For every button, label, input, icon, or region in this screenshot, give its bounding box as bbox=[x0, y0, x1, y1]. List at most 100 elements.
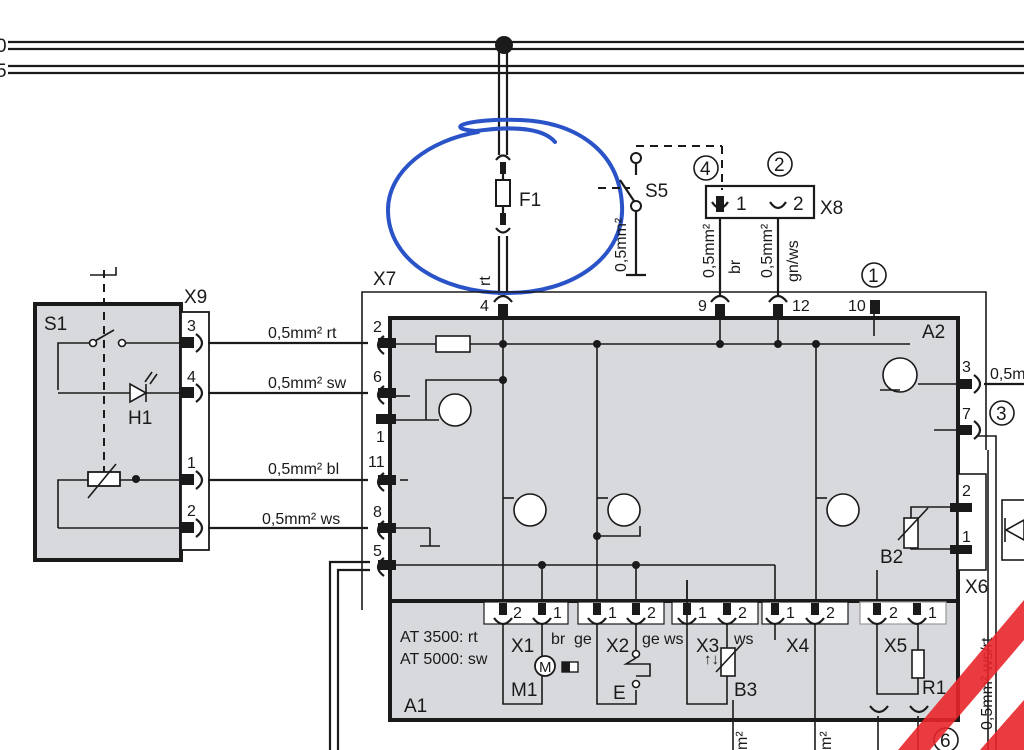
resistor-r1: R1 bbox=[869, 570, 946, 750]
x1-pin-2: 2 bbox=[513, 605, 522, 622]
x7-pin-11: 11 bbox=[368, 454, 385, 471]
b2-label: B2 bbox=[880, 547, 903, 568]
x1-label: X1 bbox=[511, 636, 534, 657]
a1-label: A1 bbox=[404, 696, 427, 717]
x7-pin-5: 5 bbox=[373, 543, 382, 560]
s1-label: S1 bbox=[44, 314, 67, 335]
x9-pin-2: 2 bbox=[187, 503, 196, 520]
x8-wire1-color: br bbox=[727, 259, 744, 274]
marker-1: 1 bbox=[868, 266, 879, 287]
fuse-feeder: F1 rt bbox=[477, 50, 541, 295]
x5-pin-2: 2 bbox=[889, 605, 898, 622]
x7-left-pins: 2 6 1 11 8 5 bbox=[368, 319, 396, 577]
a2-pin-7: 7 bbox=[962, 406, 971, 423]
motor-icon bbox=[534, 655, 556, 677]
connector-x7: X7 bbox=[361, 269, 987, 610]
block-s1: S1 H1 bbox=[33, 267, 188, 562]
x2-label: X2 bbox=[606, 636, 629, 657]
marker-6: 6 bbox=[940, 731, 951, 750]
x7-pin-6: 6 bbox=[373, 369, 382, 386]
bus-junction-dot bbox=[495, 36, 513, 54]
watermark bbox=[898, 600, 1024, 750]
h1-label: H1 bbox=[128, 408, 152, 429]
x1-wire-color: br bbox=[551, 631, 566, 648]
led-h1-icon bbox=[129, 382, 148, 404]
x7-top-pins: 4 9 12 10 1 bbox=[480, 262, 887, 316]
m1-label: M1 bbox=[511, 680, 537, 701]
marker-3: 3 bbox=[996, 404, 1007, 425]
x4-label: X4 bbox=[786, 636, 810, 657]
marker-4: 4 bbox=[700, 159, 711, 180]
transistor-icon bbox=[438, 393, 472, 427]
module-a2 bbox=[388, 316, 960, 603]
x2-wire-left: ge bbox=[574, 631, 592, 648]
transistor-icon bbox=[826, 493, 860, 527]
left-harness: 0,5mm² rt 0,5mm² sw 0,5mm² bl 0,5mm² ws bbox=[208, 325, 370, 750]
x8-pin-2: 2 bbox=[793, 194, 804, 215]
x7-pin-9: 9 bbox=[698, 298, 707, 315]
x2-pin-2: 2 bbox=[647, 605, 656, 622]
diode-icon bbox=[1004, 519, 1024, 541]
x4-lines: m² m² bbox=[732, 624, 835, 750]
x3-wire-right: ws bbox=[733, 631, 754, 648]
x5-pin-1: 1 bbox=[928, 605, 937, 622]
a2-internal-circuit bbox=[396, 314, 962, 600]
x9-pin-3: 3 bbox=[187, 318, 196, 335]
x8-wire1-spec: 0,5mm² bbox=[701, 223, 718, 278]
sensor-b3: ↑↓ B3 bbox=[686, 580, 757, 705]
a2-right-wire: 0,5m bbox=[990, 366, 1024, 383]
a2-right-pins: 3 7 0,5m 3 bbox=[958, 359, 1024, 440]
x9-pin-1: 1 bbox=[187, 455, 196, 472]
fuse-wire-color: rt bbox=[477, 276, 494, 286]
x6-label: X6 bbox=[965, 577, 988, 598]
x8-wire2-spec: 0,5mm² bbox=[759, 223, 776, 278]
a1-note-line2: AT 5000: sw bbox=[400, 651, 488, 668]
a2-label: A2 bbox=[922, 322, 945, 343]
power-bus: 0 5 bbox=[0, 36, 1024, 82]
fuse-f1-symbol bbox=[495, 179, 511, 207]
connector-x9: X9 3 4 1 2 bbox=[180, 287, 210, 551]
heater-e: E bbox=[596, 624, 651, 705]
x8-label: X8 bbox=[820, 198, 843, 219]
marker-2: 2 bbox=[774, 155, 785, 176]
x1-pin-1: 1 bbox=[553, 605, 562, 622]
x4-pin-2: 2 bbox=[826, 605, 835, 622]
x7-pin-10: 10 bbox=[848, 298, 866, 315]
s5-wire-spec: 0,5mm² bbox=[613, 217, 630, 272]
wire-rt-label: 0,5mm² rt bbox=[268, 325, 337, 342]
x7-label: X7 bbox=[373, 269, 396, 290]
b3-label: B3 bbox=[734, 680, 757, 701]
x9-pin-4: 4 bbox=[187, 369, 196, 386]
a1-connectors: 2 1 1 2 1 2 1 2 2 1 X1 br ge X2 ge ws X3… bbox=[483, 601, 947, 657]
a1-note-line1: AT 3500: rt bbox=[400, 629, 478, 646]
connector-x6: 2 1 X6 B2 bbox=[880, 473, 1024, 598]
resistor-icon bbox=[435, 335, 471, 353]
x3-wire-left: ws bbox=[663, 631, 684, 648]
x7-pin-1: 1 bbox=[376, 429, 385, 446]
resistor-icon bbox=[911, 649, 925, 679]
e-label: E bbox=[613, 683, 626, 704]
x9-label: X9 bbox=[184, 287, 207, 308]
s5-label: S5 bbox=[645, 181, 668, 202]
fuse-label: F1 bbox=[519, 190, 541, 211]
x5-label: X5 bbox=[884, 636, 907, 657]
x3-label: X3 bbox=[696, 636, 719, 657]
x2-pin-1: 1 bbox=[608, 605, 617, 622]
x6-pin-2: 2 bbox=[962, 483, 971, 500]
x7-pin-2: 2 bbox=[373, 319, 382, 336]
x8-pin-1: 1 bbox=[736, 194, 747, 215]
wire-sw-label: 0,5mm² sw bbox=[268, 375, 347, 392]
ntc-sensor-icon bbox=[903, 517, 919, 549]
transistor-icon bbox=[607, 493, 641, 527]
bottom-wire-right: m² bbox=[818, 731, 835, 750]
motor-symbol: M bbox=[539, 659, 552, 676]
bus-label-top: 0 bbox=[0, 36, 7, 57]
wire-ws-label: 0,5mm² ws bbox=[262, 511, 340, 528]
motor-m1: M M1 bbox=[502, 624, 579, 705]
ntc-sensor-icon bbox=[720, 647, 736, 677]
x7-pin-12: 12 bbox=[792, 298, 810, 315]
x2-wire-right: ge bbox=[642, 631, 660, 648]
r1-label: R1 bbox=[922, 678, 946, 699]
switch-s5: S5 0,5mm² bbox=[598, 145, 723, 277]
